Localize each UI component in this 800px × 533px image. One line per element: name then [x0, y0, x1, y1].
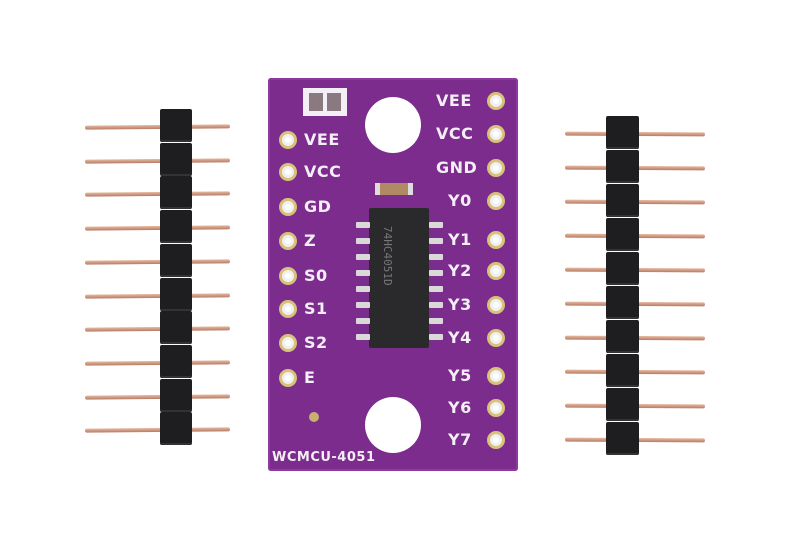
- pin-pad: [279, 267, 297, 285]
- pin-pad: [487, 296, 505, 314]
- mounting-hole-bottom: [365, 397, 421, 453]
- pin-pad: [279, 131, 297, 149]
- ic-leg: [356, 334, 370, 340]
- solder-jumper: [303, 88, 347, 116]
- chip-marking: 74HC4051D: [381, 226, 394, 286]
- pin-pad: [487, 431, 505, 449]
- pin-pad: [487, 329, 505, 347]
- pin-pad: [487, 92, 505, 110]
- header-pin: [84, 124, 231, 130]
- header-block: [160, 109, 192, 142]
- via: [309, 412, 319, 422]
- ic-leg: [356, 286, 370, 292]
- pin-label: S2: [304, 333, 328, 352]
- ic-leg: [429, 318, 443, 324]
- header-pin: [84, 292, 231, 299]
- header-block: [606, 252, 639, 285]
- pin-label: Y2: [448, 261, 472, 280]
- ic-leg: [356, 318, 370, 324]
- capacitor: [375, 183, 413, 195]
- pin-label: Z: [304, 231, 317, 250]
- header-pin: [84, 427, 231, 433]
- pin-label: VCC: [436, 124, 474, 143]
- header-pin: [84, 225, 231, 231]
- header-pin: [84, 326, 231, 332]
- pin-label: VEE: [436, 91, 472, 110]
- pin-label: S1: [304, 299, 328, 318]
- ic-leg: [356, 222, 370, 228]
- pin-pad: [487, 125, 505, 143]
- header-block: [606, 388, 639, 421]
- ic-leg: [356, 254, 370, 260]
- header-block: [160, 378, 192, 412]
- board-name: WCMCU-4051: [272, 450, 376, 465]
- header-block: [606, 320, 639, 353]
- ic-chip: 74HC4051D: [369, 208, 429, 348]
- pin-label: S0: [304, 266, 328, 285]
- pin-label: Y7: [448, 430, 472, 449]
- header-block: [160, 176, 192, 210]
- pin-pad: [487, 367, 505, 385]
- header-block: [160, 142, 192, 176]
- header-pin: [84, 259, 231, 265]
- header-block: [160, 311, 192, 345]
- header-block: [160, 277, 192, 311]
- pin-label: Y3: [448, 295, 472, 314]
- ic-leg: [429, 222, 443, 228]
- pin-pad: [279, 334, 297, 352]
- pin-pad: [279, 163, 297, 181]
- pin-label: VCC: [304, 162, 342, 181]
- pin-label: Y4: [448, 328, 472, 347]
- mounting-hole-top: [365, 97, 421, 153]
- ic-leg: [356, 270, 370, 276]
- header-block: [606, 150, 639, 183]
- pin-label: VEE: [304, 130, 340, 149]
- header-block: [606, 116, 639, 149]
- header-block: [606, 184, 639, 217]
- pin-label: E: [304, 368, 316, 387]
- pin-pad: [279, 300, 297, 318]
- pin-label: GND: [436, 158, 478, 177]
- header-block: [606, 354, 639, 387]
- header-block: [606, 422, 639, 455]
- pin-pad: [487, 192, 505, 210]
- ic-leg: [429, 270, 443, 276]
- ic-leg: [356, 302, 370, 308]
- header-block: [160, 412, 192, 446]
- pin-pad: [487, 262, 505, 280]
- pin-pad: [279, 369, 297, 387]
- pin-pad: [487, 231, 505, 249]
- header-pin: [84, 158, 231, 164]
- header-block: [160, 210, 192, 244]
- header-block: [606, 218, 639, 251]
- pin-pad: [487, 159, 505, 177]
- ic-leg: [429, 254, 443, 260]
- header-pin: [84, 191, 231, 198]
- pin-pad: [279, 198, 297, 216]
- pin-label: Y1: [448, 230, 472, 249]
- pin-label: Y0: [448, 191, 472, 210]
- pin-label: Y6: [448, 398, 472, 417]
- pin-label: GD: [304, 197, 332, 216]
- header-block: [160, 243, 192, 277]
- ic-leg: [429, 238, 443, 244]
- ic-leg: [429, 302, 443, 308]
- ic-leg: [429, 334, 443, 340]
- pin-pad: [279, 232, 297, 250]
- pin-pad: [487, 399, 505, 417]
- header-block: [160, 344, 192, 378]
- header-pin: [84, 360, 231, 366]
- header-pin: [84, 393, 231, 400]
- ic-leg: [356, 238, 370, 244]
- ic-leg: [429, 286, 443, 292]
- header-block: [606, 286, 639, 319]
- pin-label: Y5: [448, 366, 472, 385]
